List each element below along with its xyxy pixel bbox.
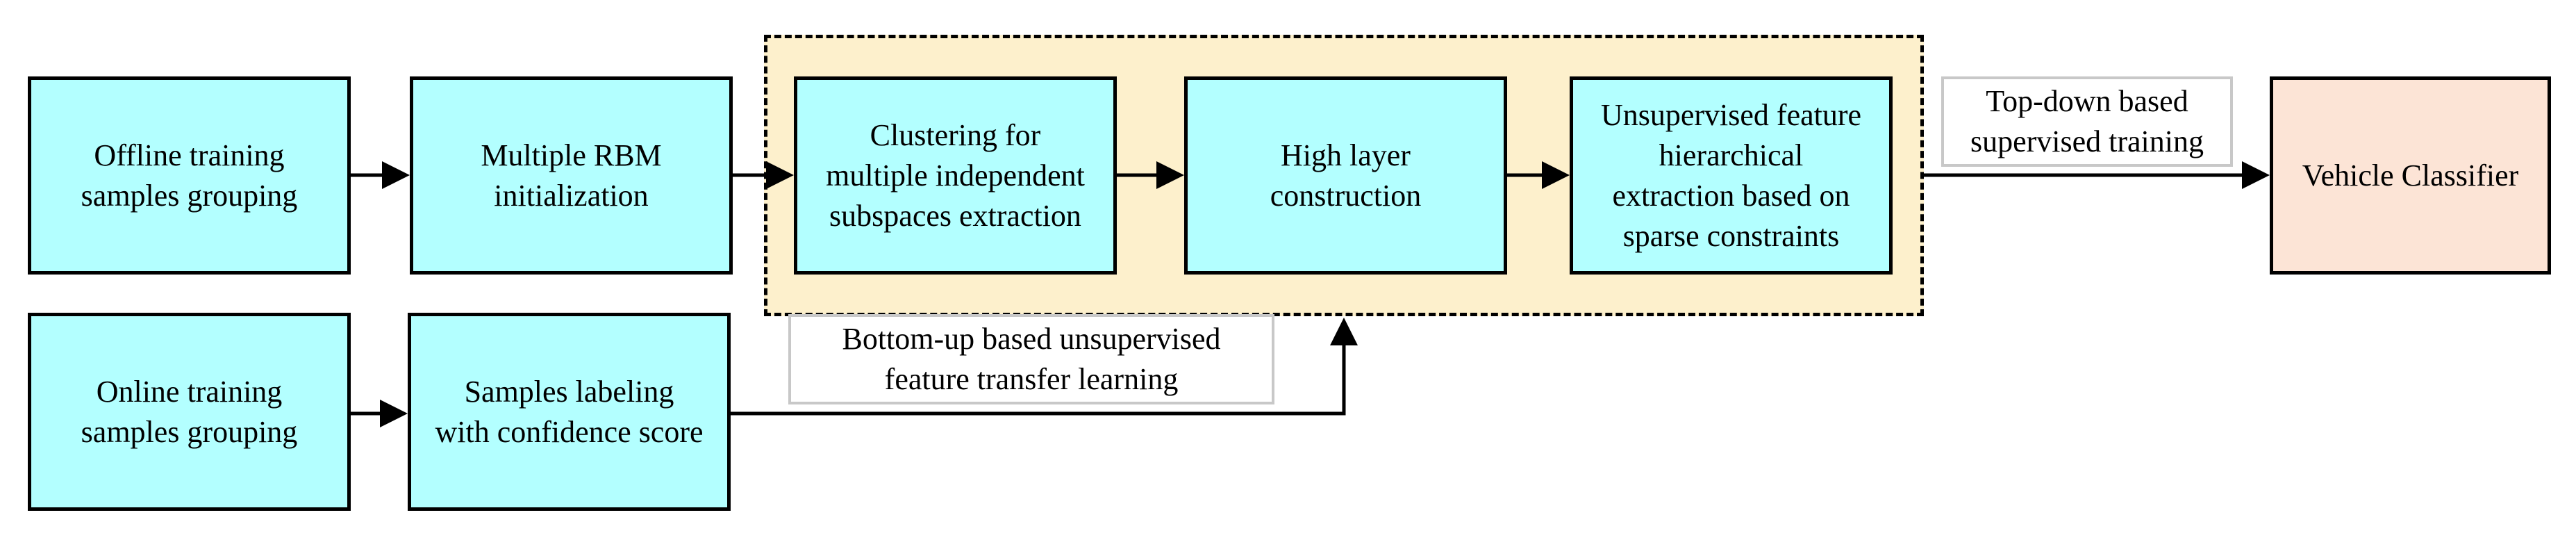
vehicle-classifier-box: Vehicle Classifier [2270, 76, 2551, 275]
top-down-training-label: Top-down based supervised training [1941, 76, 2233, 167]
online-training-samples-grouping-box: Online training samples grouping [28, 313, 351, 511]
unsupervised-feature-extraction-box: Unsupervised feature hierarchical extrac… [1570, 76, 1893, 275]
bottom-up-transfer-learning-label: Bottom-up based unsupervised feature tra… [788, 314, 1274, 404]
high-layer-construction-box: High layer construction [1184, 76, 1507, 275]
multiple-rbm-initialization-box: Multiple RBM initialization [410, 76, 733, 275]
offline-training-samples-grouping-box: Offline training samples grouping [28, 76, 351, 275]
clustering-subspaces-box: Clustering for multiple independent subs… [794, 76, 1117, 275]
arrow-labeling-to-group [731, 318, 1358, 416]
samples-labeling-box: Samples labeling with confidence score [408, 313, 731, 511]
